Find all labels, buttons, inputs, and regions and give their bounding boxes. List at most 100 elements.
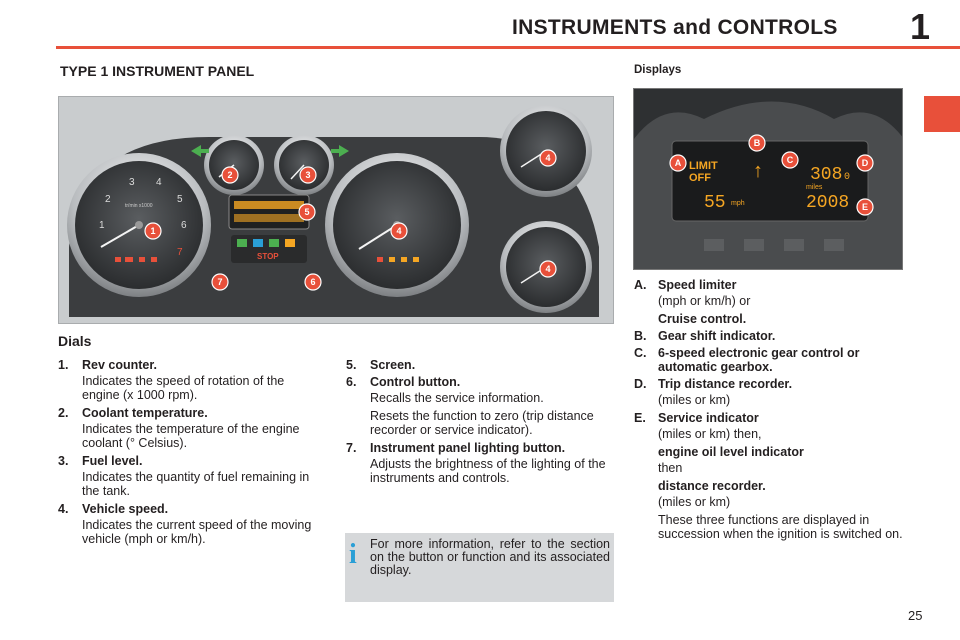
svg-text:4: 4 bbox=[545, 264, 550, 274]
lamp-icon bbox=[704, 239, 724, 251]
badge-C: C bbox=[781, 151, 799, 169]
svg-text:D: D bbox=[862, 158, 869, 168]
svg-text:C: C bbox=[787, 155, 794, 165]
item-label: Gear shift indicator. bbox=[658, 329, 776, 343]
item-description: Resets the function to zero (trip distan… bbox=[370, 409, 594, 437]
list-item: C.6-speed electronic gear control or aut… bbox=[634, 346, 914, 374]
header-divider bbox=[56, 46, 960, 49]
svg-text:4: 4 bbox=[396, 226, 401, 236]
chapter-number: 1 bbox=[910, 6, 931, 47]
chapter-tab-marker bbox=[924, 96, 960, 132]
tach-tick-label: 5 bbox=[177, 194, 183, 205]
item-number: 4. bbox=[58, 502, 69, 516]
rpm-unit-label: tr/min x1000 bbox=[125, 203, 153, 209]
info-icon: i bbox=[349, 539, 357, 570]
lcd-speed-unit: mph bbox=[731, 200, 745, 207]
item-label: Control button. bbox=[370, 375, 461, 389]
list-item: 4. Vehicle speed. bbox=[58, 502, 320, 516]
item-description: (miles or km) bbox=[658, 495, 731, 509]
svg-text:7: 7 bbox=[217, 277, 222, 287]
tach-tick-label: 2 bbox=[105, 194, 111, 205]
item-letter: D. bbox=[634, 377, 647, 391]
item-description: These three functions are displayed in s… bbox=[658, 513, 903, 541]
badge-2: 2 bbox=[221, 166, 239, 184]
lamp-icon bbox=[824, 239, 844, 251]
rev-counter-dial: 1 2 3 4 5 6 7 tr/min x1000 bbox=[67, 153, 211, 297]
badge-E: E bbox=[856, 198, 874, 216]
coolant-temperature-gauge bbox=[204, 135, 264, 195]
item-sublabel: Cruise control. bbox=[658, 312, 747, 326]
svg-text:1: 1 bbox=[150, 226, 155, 236]
lcd-odo-value: 2008 bbox=[806, 193, 849, 213]
item-description: (miles or km) bbox=[658, 393, 731, 407]
stop-warning-label: STOP bbox=[257, 252, 279, 261]
item-letter: B. bbox=[634, 329, 647, 343]
svg-text:B: B bbox=[754, 138, 761, 148]
list-item: 5.Screen. bbox=[346, 358, 616, 372]
svg-text:5: 5 bbox=[304, 207, 309, 217]
badge-7: 7 bbox=[211, 273, 229, 291]
item-label: Coolant temperature. bbox=[82, 406, 208, 420]
item-description: Indicates the quantity of fuel remaining… bbox=[82, 470, 310, 498]
item-sublabel: distance recorder. bbox=[658, 479, 766, 493]
tach-tick-label: 4 bbox=[156, 177, 162, 188]
item-label: Screen. bbox=[370, 358, 416, 372]
dials-title: Dials bbox=[58, 333, 92, 349]
lcd-gear-indicator: ↑ bbox=[752, 161, 764, 184]
item-number: 1. bbox=[58, 358, 69, 372]
lamp-icon bbox=[744, 239, 764, 251]
item-label: Vehicle speed. bbox=[82, 502, 169, 516]
dials-list: 1. Rev counter. Indicates the speed of ro… bbox=[58, 358, 320, 550]
item-description: then bbox=[658, 461, 683, 475]
badge-4: 4 bbox=[390, 222, 408, 240]
lcd-display-illustration: LIMIT OFF 55 mph ↑ 308 0 miles 2008 A B … bbox=[634, 89, 902, 251]
badge-4: 4 bbox=[539, 260, 557, 278]
lcd-limit-label: LIMIT bbox=[689, 160, 718, 172]
left-indicator-icon bbox=[191, 145, 209, 157]
tach-tick-label: 7 bbox=[177, 247, 183, 258]
lcd-miles-unit: miles bbox=[806, 184, 823, 191]
right-indicator-icon bbox=[331, 145, 349, 157]
item-label: Speed limiter bbox=[658, 278, 737, 292]
item-letter: A. bbox=[634, 278, 647, 292]
instrument-cluster-image: 1 2 3 4 5 6 7 tr/min x1000 bbox=[58, 96, 614, 324]
fuel-level-gauge bbox=[274, 135, 334, 195]
svg-text:A: A bbox=[675, 158, 682, 168]
item-label: Fuel level. bbox=[82, 454, 143, 468]
list-item: D. Trip distance recorder. bbox=[634, 377, 914, 391]
list-item: 3. Fuel level. bbox=[58, 454, 320, 468]
info-box bbox=[345, 533, 614, 602]
item-description: Adjusts the brightness of the lighting o… bbox=[370, 457, 606, 485]
svg-text:3: 3 bbox=[305, 170, 310, 180]
cluster-screen: STOP bbox=[228, 194, 310, 263]
item-label: Rev counter. bbox=[82, 358, 158, 372]
list-item: 1. Rev counter. bbox=[58, 358, 320, 372]
item-description: Indicates the speed of rotation of the e… bbox=[82, 374, 285, 402]
list-item: 2.Coolant temperature. bbox=[58, 406, 320, 420]
tach-tick-label: 3 bbox=[129, 177, 135, 188]
badge-3: 3 bbox=[299, 166, 317, 184]
instrument-cluster-illustration: 1 2 3 4 5 6 7 tr/min x1000 bbox=[67, 105, 599, 317]
badge-D: D bbox=[856, 154, 874, 172]
list-item: 6.Control button. bbox=[346, 375, 616, 389]
svg-text:4: 4 bbox=[545, 153, 550, 163]
lcd-display-image: LIMIT OFF 55 mph ↑ 308 0 miles 2008 A B … bbox=[633, 88, 903, 270]
list-item: A. Speed limiter bbox=[634, 278, 914, 292]
item-letter: E. bbox=[634, 411, 646, 425]
tach-tick-label: 1 bbox=[99, 220, 105, 231]
svg-text:2: 2 bbox=[227, 170, 232, 180]
item-label: Trip distance recorder. bbox=[658, 377, 793, 391]
svg-text:E: E bbox=[862, 202, 868, 212]
controls-list: 5.Screen. 6.Control button. Recalls the … bbox=[346, 358, 616, 489]
section-title: TYPE 1 INSTRUMENT PANEL bbox=[60, 63, 255, 79]
displays-list: A. Speed limiter (mph or km/h) or Cruise … bbox=[634, 278, 914, 545]
badge-A: A bbox=[669, 154, 687, 172]
tach-tick-label: 6 bbox=[181, 220, 187, 231]
page-header-title: INSTRUMENTS and CONTROLS bbox=[512, 16, 838, 39]
lcd-trip-decimal: 0 bbox=[844, 172, 850, 183]
item-description: Indicates the temperature of the engine … bbox=[82, 422, 300, 450]
item-number: 3. bbox=[58, 454, 69, 468]
item-description: (mph or km/h) or bbox=[658, 294, 751, 308]
badge-4: 4 bbox=[539, 149, 557, 167]
item-description: Indicates the current speed of the movin… bbox=[82, 518, 312, 546]
